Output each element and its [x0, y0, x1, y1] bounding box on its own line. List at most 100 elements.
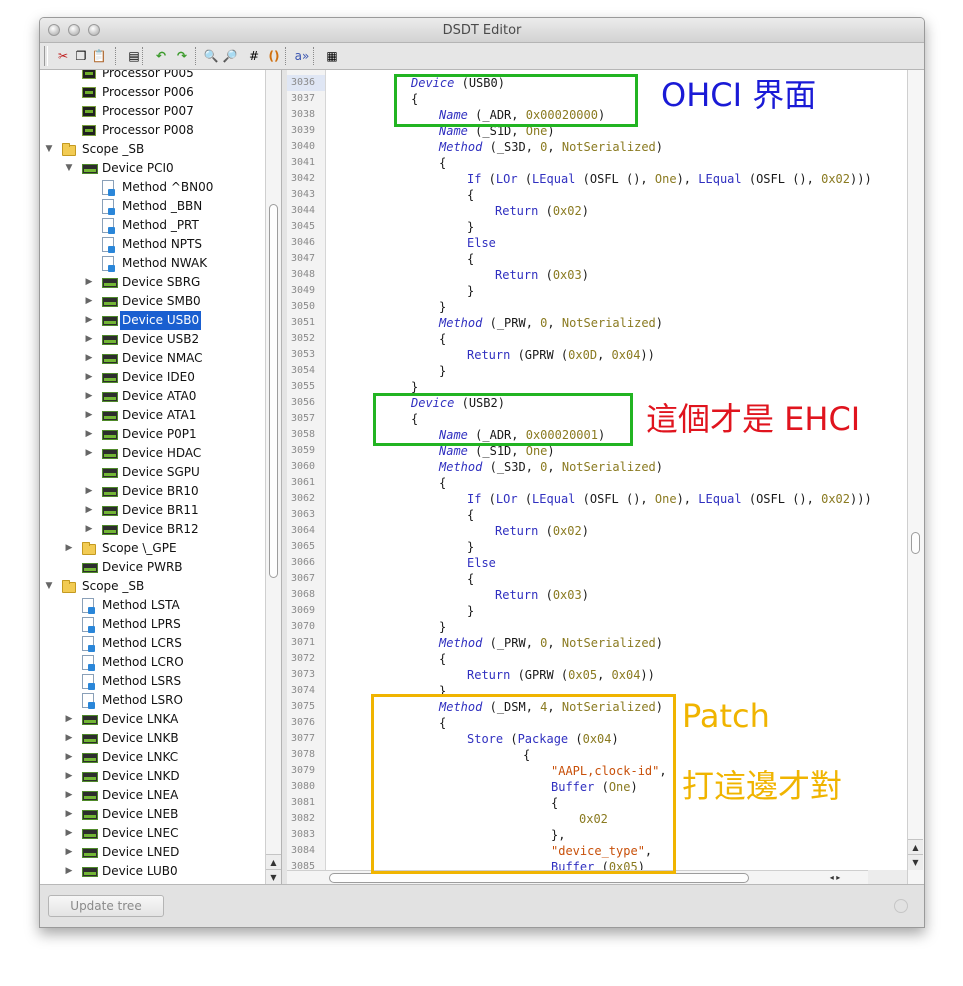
tree-item[interactable]: Processor P008	[40, 121, 266, 140]
tree-item[interactable]: ▶Device IDE0	[40, 368, 266, 387]
disclosure-closed-icon[interactable]: ▶	[85, 524, 93, 534]
tree-item[interactable]: ▶Device HDAC	[40, 444, 266, 463]
tree-item[interactable]: ▶Device LNKD	[40, 767, 266, 786]
tree-item[interactable]: ▶Device BR12	[40, 520, 266, 539]
code-line[interactable]: {	[551, 795, 558, 811]
code-line[interactable]: }	[439, 683, 446, 699]
tree-item[interactable]: ▶Device P0P1	[40, 425, 266, 444]
code-line[interactable]: {	[439, 331, 446, 347]
tree-item[interactable]: ▶Device USB0	[40, 311, 266, 330]
code-line[interactable]: Store (Package (0x04)	[467, 731, 619, 747]
tree-item[interactable]: Method LSTA	[40, 596, 266, 615]
tree-scroll-thumb[interactable]	[269, 204, 278, 578]
hscroll-arrows-icon[interactable]: ◂ ▸	[829, 873, 841, 882]
code-line[interactable]: Name (_ADR, 0x00020001)	[439, 427, 605, 443]
code-line[interactable]: {	[467, 251, 474, 267]
comment-icon[interactable]: #	[248, 49, 260, 63]
code-line[interactable]: {	[411, 91, 418, 107]
autocomplete-icon[interactable]: a»	[294, 49, 310, 63]
tree-item[interactable]: ▶Device LNKB	[40, 729, 266, 748]
tree-item[interactable]: ▶Device ATA0	[40, 387, 266, 406]
tree-item[interactable]: ▶Device USB2	[40, 330, 266, 349]
code-line[interactable]: {	[523, 747, 530, 763]
code-line[interactable]: }	[467, 539, 474, 555]
tree-item[interactable]: Method NPTS	[40, 235, 266, 254]
editor-hscroll-thumb[interactable]	[329, 873, 749, 883]
tree-item[interactable]: Processor P006	[40, 83, 266, 102]
code-line[interactable]: Else	[467, 555, 496, 571]
disclosure-closed-icon[interactable]: ▶	[85, 315, 93, 325]
disclosure-closed-icon[interactable]: ▶	[85, 372, 93, 382]
code-line[interactable]: Buffer (One)	[551, 779, 638, 795]
code-line[interactable]: If (LOr (LEqual (OSFL (), One), LEqual (…	[467, 491, 872, 507]
redo-icon[interactable]: ↷	[176, 49, 188, 63]
disclosure-closed-icon[interactable]: ▶	[65, 790, 73, 800]
disclosure-closed-icon[interactable]: ▶	[85, 505, 93, 515]
tree-item[interactable]: ▶Device LNED	[40, 843, 266, 862]
tree-item[interactable]: Processor P007	[40, 102, 266, 121]
code-line[interactable]: Return (0x03)	[495, 587, 589, 603]
tree-item[interactable]: ▶Device NMAC	[40, 349, 266, 368]
code-line[interactable]: {	[467, 507, 474, 523]
tree-item[interactable]: ▶Device ATA1	[40, 406, 266, 425]
code-line[interactable]: {	[467, 187, 474, 203]
code-line[interactable]: {	[439, 651, 446, 667]
tree-item[interactable]: Device SGPU	[40, 463, 266, 482]
disclosure-closed-icon[interactable]: ▶	[65, 847, 73, 857]
code-line[interactable]: Method (_PRW, 0, NotSerialized)	[439, 635, 663, 651]
tree-item[interactable]: Method LSRO	[40, 691, 266, 710]
tree-item[interactable]: ▼Device PCI0	[40, 159, 266, 178]
tree-item[interactable]: Method ^BN00	[40, 178, 266, 197]
tree-item[interactable]: Method _PRT	[40, 216, 266, 235]
code-line[interactable]: Name (_S1D, One)	[439, 443, 555, 459]
disclosure-closed-icon[interactable]: ▶	[85, 296, 93, 306]
code-line[interactable]: }	[439, 363, 446, 379]
disclosure-closed-icon[interactable]: ▶	[65, 733, 73, 743]
tree-item[interactable]: Device PWRB	[40, 558, 266, 577]
code-line[interactable]: Method (_PRW, 0, NotSerialized)	[439, 315, 663, 331]
find-replace-icon[interactable]: 🔎	[222, 49, 238, 63]
close-window-button[interactable]	[48, 24, 60, 36]
code-line[interactable]: Return (GPRW (0x05, 0x04))	[467, 667, 655, 683]
disclosure-closed-icon[interactable]: ▶	[85, 410, 93, 420]
tree-item[interactable]: ▶Device BR10	[40, 482, 266, 501]
code-line[interactable]: {	[467, 571, 474, 587]
tree-item[interactable]: Method LCRO	[40, 653, 266, 672]
code-line[interactable]: }	[411, 379, 418, 395]
code-line[interactable]: {	[439, 715, 446, 731]
code-line[interactable]: Device (USB0)	[411, 75, 505, 91]
code-line[interactable]: Method (_DSM, 4, NotSerialized)	[439, 699, 663, 715]
save-icon[interactable]: ▤	[128, 49, 140, 63]
tree-item[interactable]: ▶Device LNKC	[40, 748, 266, 767]
disclosure-closed-icon[interactable]: ▶	[65, 771, 73, 781]
code-line[interactable]: "device_type",	[551, 843, 652, 859]
minimize-window-button[interactable]	[68, 24, 80, 36]
tree-scroll-down-icon[interactable]: ▼	[266, 869, 281, 885]
code-line[interactable]: Name (_ADR, 0x00020000)	[439, 107, 605, 123]
code-line[interactable]: Return (0x03)	[495, 267, 589, 283]
code-line[interactable]: }	[439, 619, 446, 635]
code-line[interactable]: Return (0x02)	[495, 523, 589, 539]
disclosure-closed-icon[interactable]: ▶	[85, 277, 93, 287]
code-line[interactable]: Method (_S3D, 0, NotSerialized)	[439, 459, 663, 475]
compile-icon[interactable]: ▦	[326, 49, 338, 63]
code-line[interactable]: {	[411, 411, 418, 427]
editor-scroll-up-icon[interactable]: ▲	[908, 839, 923, 855]
code-line[interactable]: }	[467, 603, 474, 619]
tree-item[interactable]: ▶Device LNEC	[40, 824, 266, 843]
undo-icon[interactable]: ↶	[155, 49, 167, 63]
paste-icon[interactable]: 📋	[91, 49, 107, 63]
code-line[interactable]: Else	[467, 235, 496, 251]
code-line[interactable]: }	[439, 299, 446, 315]
disclosure-open-icon[interactable]: ▼	[65, 163, 73, 173]
find-icon[interactable]: 🔍	[203, 49, 219, 63]
code-line[interactable]: Return (GPRW (0x0D, 0x04))	[467, 347, 655, 363]
copy-icon[interactable]: ❐	[75, 49, 87, 63]
disclosure-closed-icon[interactable]: ▶	[85, 486, 93, 496]
tree-item[interactable]: Method LSRS	[40, 672, 266, 691]
disclosure-closed-icon[interactable]: ▶	[65, 828, 73, 838]
disclosure-closed-icon[interactable]: ▶	[85, 429, 93, 439]
brace-match-icon[interactable]: ()	[268, 49, 280, 63]
code-line[interactable]: },	[551, 827, 565, 843]
